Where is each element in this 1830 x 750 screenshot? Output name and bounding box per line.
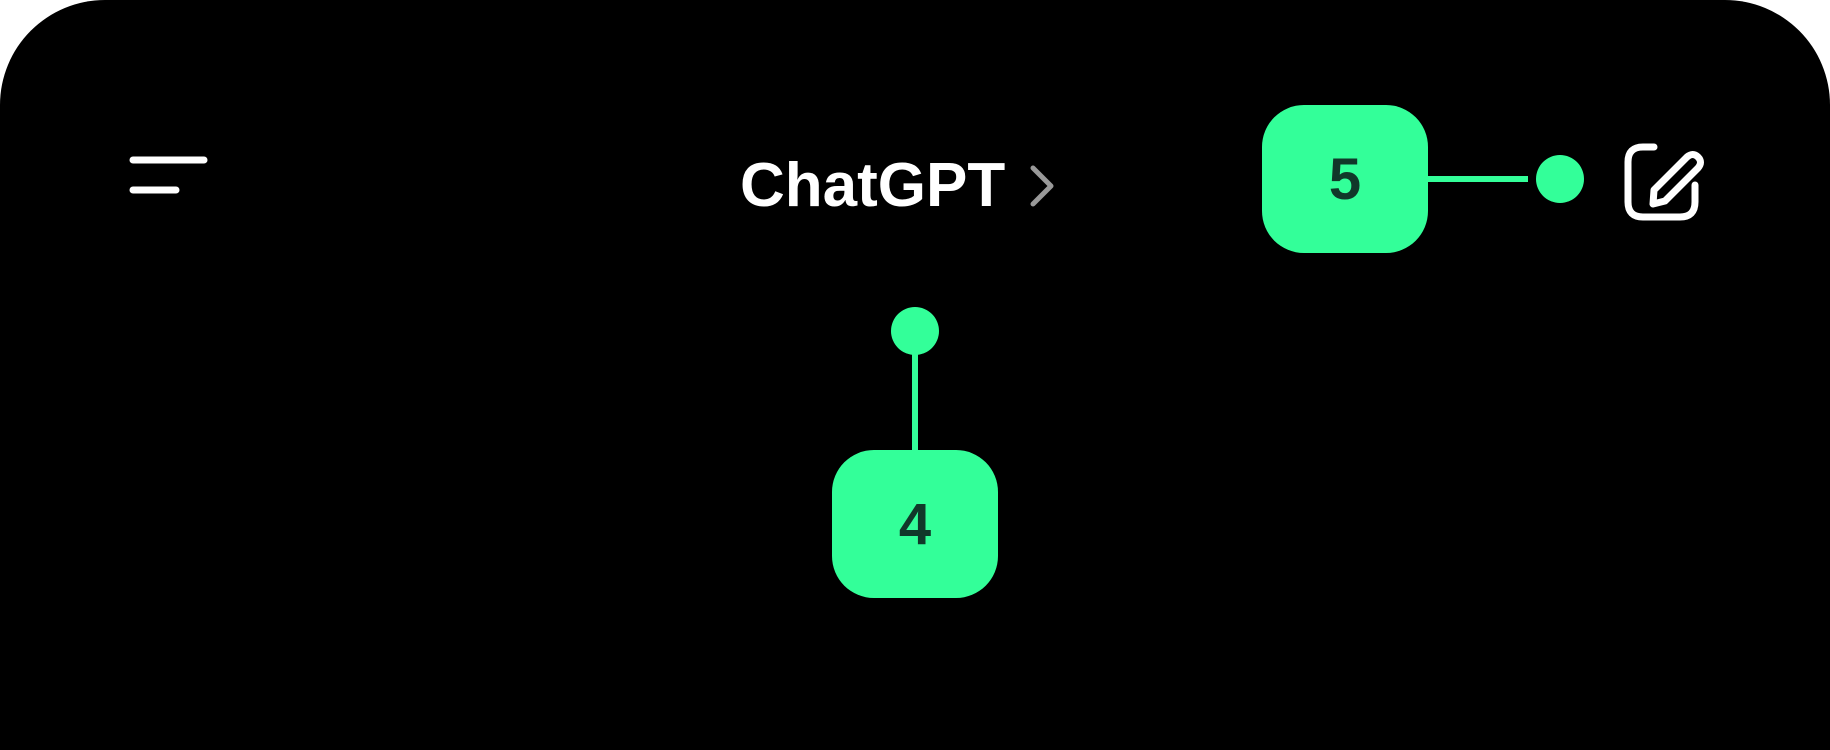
menu-icon [129,156,208,194]
chevron-right-icon [1030,165,1054,207]
callout-4-number: 4 [898,491,932,557]
app-title: ChatGPT [740,151,1006,220]
model-selector[interactable]: ChatGPT [740,150,1055,222]
new-chat-edit-icon [1624,143,1704,221]
new-chat-button[interactable] [1620,140,1705,225]
callout-5-connector [1428,176,1528,182]
callout-5-number: 5 [1328,146,1362,212]
callout-4-connector [912,352,918,452]
menu-button[interactable] [112,145,222,220]
callout-5-badge: 5 [1262,105,1428,253]
callout-4-dot [891,307,939,355]
callout-5-dot [1536,155,1584,203]
callout-4-badge: 4 [832,450,998,598]
